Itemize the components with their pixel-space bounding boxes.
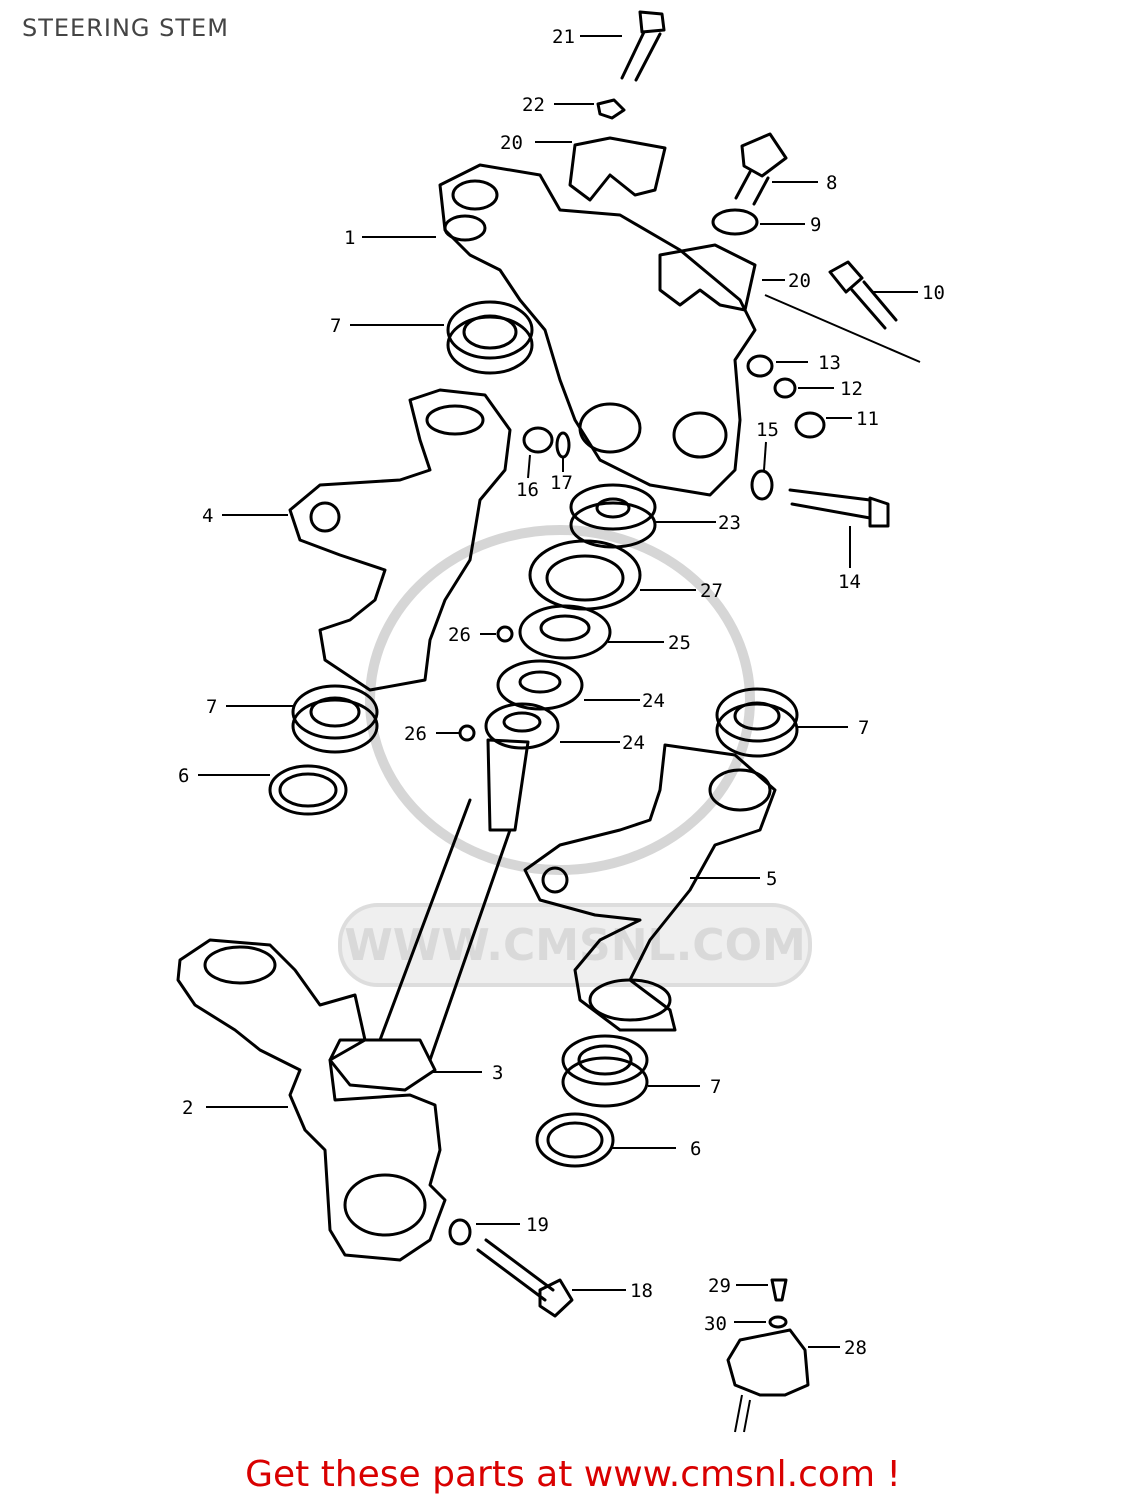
callout-18: 18 xyxy=(630,1280,653,1302)
callout-2: 2 xyxy=(182,1097,193,1119)
callout-20: 20 xyxy=(500,132,523,154)
callout-7: 7 xyxy=(330,315,341,337)
callout-7: 7 xyxy=(710,1076,721,1098)
callout-28: 28 xyxy=(844,1337,867,1359)
callout-20: 20 xyxy=(788,270,811,292)
part-5-headlight-bracket-right xyxy=(523,743,777,1032)
callout-11: 11 xyxy=(856,408,879,430)
callout-6: 6 xyxy=(178,765,189,787)
callout-22: 22 xyxy=(522,94,545,116)
part-22-nut xyxy=(554,98,626,120)
part-26-steel-ball xyxy=(480,625,514,643)
callout-24: 24 xyxy=(642,690,665,712)
callout-27: 27 xyxy=(700,580,723,602)
callout-5: 5 xyxy=(766,868,777,890)
callout-26: 26 xyxy=(404,723,427,745)
callout-17: 17 xyxy=(550,472,573,494)
part-11-cap-nut xyxy=(794,411,852,439)
part-4-headlight-bracket-left xyxy=(222,388,512,692)
callout-25: 25 xyxy=(668,632,691,654)
callout-6: 6 xyxy=(690,1138,701,1160)
part-9-washer xyxy=(711,208,805,236)
part-10-bolt xyxy=(764,260,921,363)
part-7-bearing xyxy=(715,687,848,758)
part-6-o-ring xyxy=(198,764,348,816)
part-24-bearing-race xyxy=(496,659,640,711)
part-26-steel-ball xyxy=(436,724,476,742)
part-17-washer xyxy=(555,431,571,472)
part-24-bearing-race xyxy=(484,702,620,750)
callout-15: 15 xyxy=(756,419,779,441)
callout-7: 7 xyxy=(858,717,869,739)
callout-10: 10 xyxy=(922,282,945,304)
part-7-bearing xyxy=(350,300,534,375)
callout-19: 19 xyxy=(526,1214,549,1236)
callout-16: 16 xyxy=(516,479,539,501)
callout-9: 9 xyxy=(810,214,821,236)
part-30-washer xyxy=(734,1315,788,1329)
callout-7: 7 xyxy=(206,696,217,718)
part-14-bolt xyxy=(788,488,890,568)
callout-23: 23 xyxy=(718,512,741,534)
part-18-bolt xyxy=(476,1238,626,1318)
page-title: STEERING STEM xyxy=(22,14,229,42)
part-21-bolt xyxy=(580,10,666,82)
part-25-bearing-race xyxy=(518,604,664,660)
watermark-text: WWW.CMSNL.COM xyxy=(344,920,806,971)
part-28-switch xyxy=(726,1328,840,1433)
part-15-washer xyxy=(750,441,774,501)
part-29-screw xyxy=(736,1278,788,1302)
footer-cta-link[interactable]: Get these parts at www.cmsnl.com ! xyxy=(245,1454,901,1495)
part-8-bolt xyxy=(734,132,818,206)
callout-29: 29 xyxy=(708,1275,731,1297)
part-23-steering-nut xyxy=(569,483,716,549)
callout-24: 24 xyxy=(622,732,645,754)
callout-3: 3 xyxy=(492,1062,503,1084)
part-16-cap-nut xyxy=(522,426,554,479)
part-13-washer xyxy=(746,354,808,378)
callout-30: 30 xyxy=(704,1313,727,1335)
part-2-lower-bracket xyxy=(176,938,447,1262)
part-27-dust-seal xyxy=(528,539,696,611)
callout-26: 26 xyxy=(448,624,471,646)
part-7-bearing xyxy=(226,684,379,754)
part-1-upper-bracket xyxy=(362,163,757,497)
part-20-handlebar-clamp-upper xyxy=(535,136,667,202)
watermark-logo: WWW.CMSNL.COM xyxy=(338,525,812,987)
part-12-nut xyxy=(773,377,834,399)
callout-21: 21 xyxy=(552,26,575,48)
part-7-bearing xyxy=(561,1034,700,1108)
callout-8: 8 xyxy=(826,172,837,194)
callout-13: 13 xyxy=(818,352,841,374)
callout-14: 14 xyxy=(838,571,861,593)
callout-labels: 21 22 20 8 9 1 20 10 7 13 12 11 15 16 17… xyxy=(178,26,945,1359)
callout-1: 1 xyxy=(344,227,355,249)
part-19-nut xyxy=(448,1218,520,1246)
callout-12: 12 xyxy=(840,378,863,400)
callout-4: 4 xyxy=(202,505,213,527)
part-6-o-ring xyxy=(535,1112,676,1168)
